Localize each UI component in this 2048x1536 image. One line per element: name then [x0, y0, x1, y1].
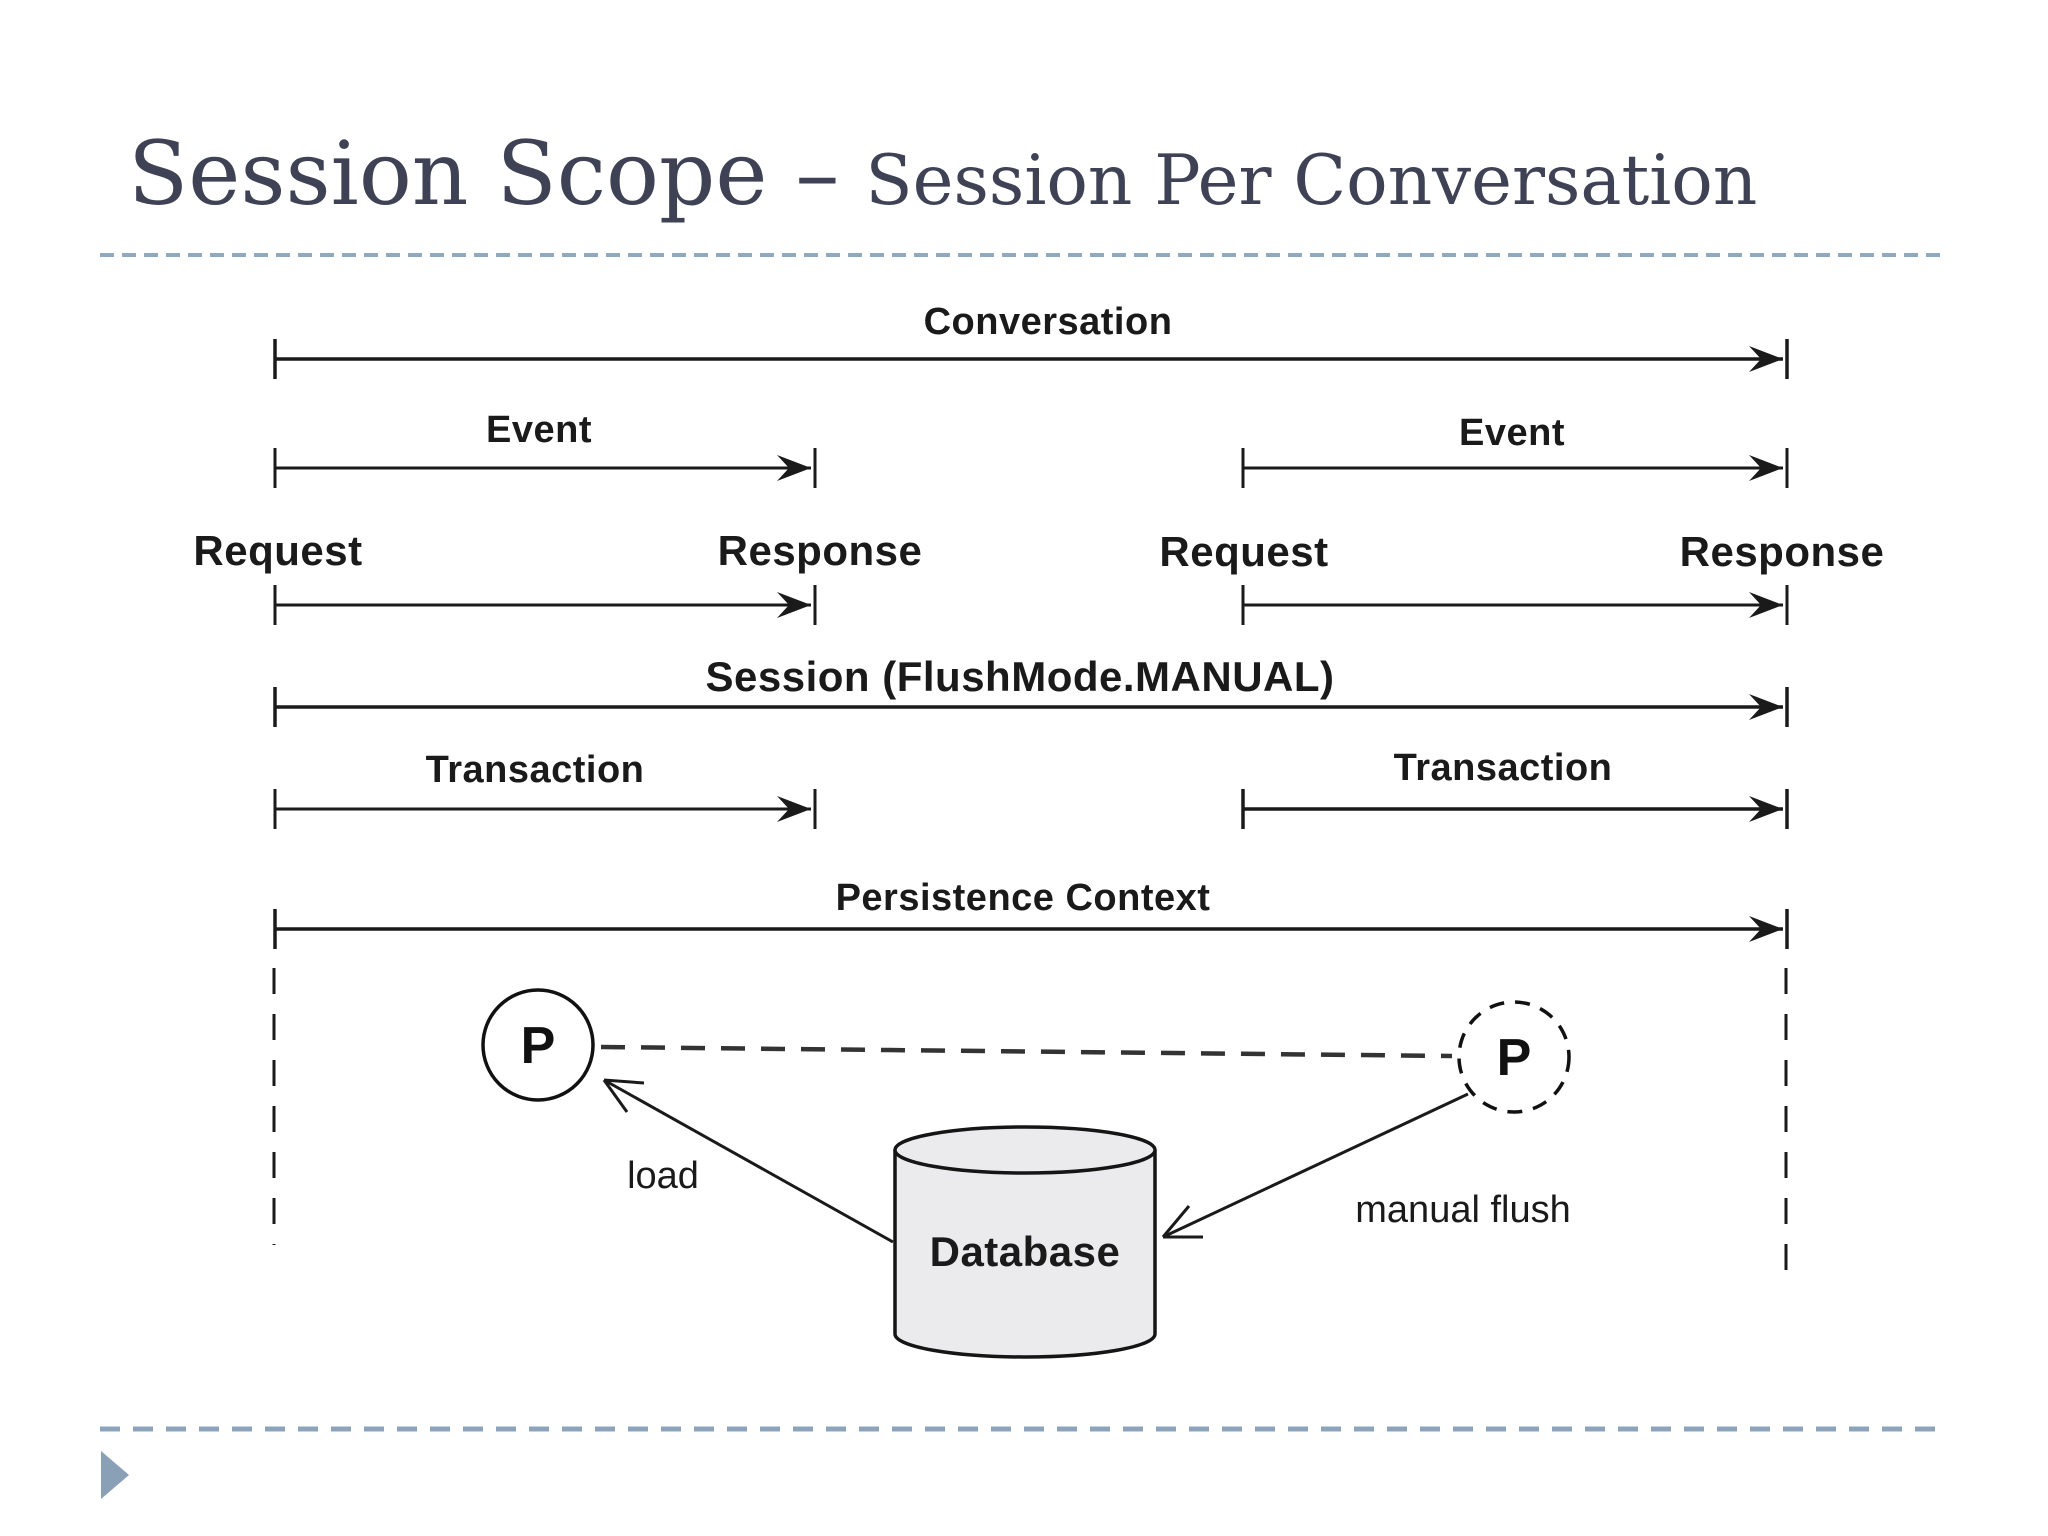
request-left-label: Request: [193, 527, 363, 574]
session-label: Session (FlushMode.MANUAL): [705, 653, 1335, 700]
event-right-label: Event: [1459, 412, 1565, 454]
slide-title: Session Scope – Session Per Conversation: [128, 130, 1757, 218]
slide-title-main: Session Scope –: [128, 122, 840, 225]
load-label: load: [627, 1155, 699, 1197]
persistent-object-letter-left: P: [520, 1017, 556, 1075]
persistent-object-circle-solid: [481, 988, 595, 1102]
manual-flush-arrow: [1161, 1092, 1469, 1239]
transaction-left-label: Transaction: [425, 749, 645, 791]
transaction-right-arrow: [1241, 789, 1789, 829]
transaction-left-arrow: [273, 789, 817, 829]
p-to-p-dashed-link: [600, 1044, 1453, 1059]
event-left-label: Event: [486, 409, 592, 451]
slide-title-sub: Session Per Conversation: [865, 141, 1758, 221]
database-cylinder-icon: [893, 1125, 1157, 1359]
persistent-object-circle-dashed: [1457, 1000, 1571, 1114]
request-right-label: Request: [1159, 528, 1329, 575]
database-label: Database: [929, 1228, 1121, 1275]
conversation-label: Conversation: [923, 301, 1173, 343]
response-right-label: Response: [1679, 528, 1885, 575]
request-response-left-arrow: [273, 585, 817, 625]
transaction-right-label: Transaction: [1393, 747, 1613, 789]
event-left-arrow: [273, 448, 817, 488]
session-arrow: [273, 687, 1789, 727]
response-left-label: Response: [717, 527, 923, 574]
footer-bullet-triangle-icon: [101, 1451, 129, 1499]
event-right-arrow: [1241, 448, 1789, 488]
persistence-context-label: Persistence Context: [835, 877, 1211, 919]
manual-flush-label: manual flush: [1355, 1189, 1571, 1231]
persistence-context-arrow: [273, 909, 1789, 949]
persistent-object-letter-right: P: [1496, 1029, 1532, 1087]
load-arrow: [602, 1078, 894, 1244]
request-response-right-arrow: [1241, 585, 1789, 625]
conversation-arrow: [273, 339, 1789, 379]
